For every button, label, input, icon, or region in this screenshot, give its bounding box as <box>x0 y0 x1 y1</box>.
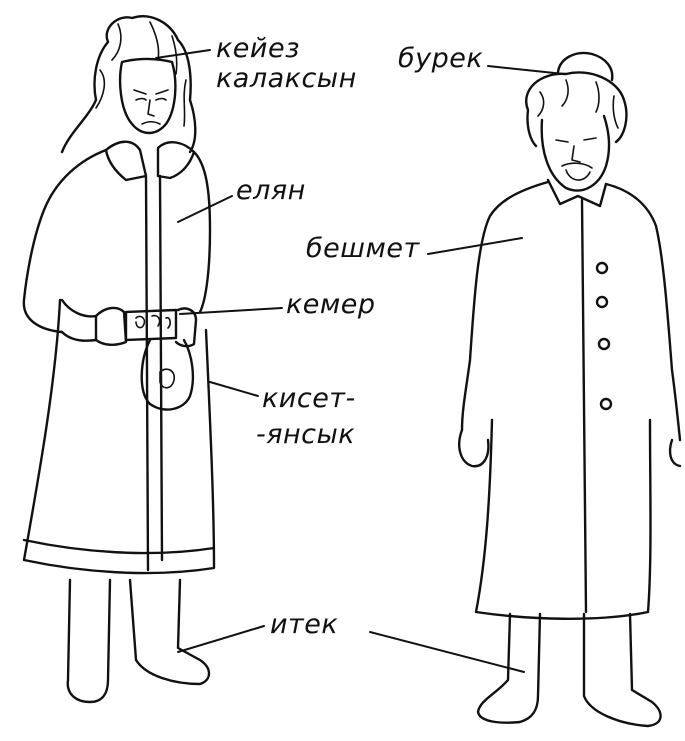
woman-figure <box>24 16 214 702</box>
leader-boots-1 <box>178 626 264 652</box>
woman-coat <box>24 150 214 573</box>
man-hat <box>558 53 612 80</box>
label-hat-woman-line1: кейез <box>216 34 300 64</box>
leader-pouch <box>210 382 258 396</box>
man-boots <box>478 614 661 726</box>
label-coat-man: бешмет <box>306 234 420 264</box>
coat-button <box>601 399 611 409</box>
label-belt: кемер <box>286 290 376 320</box>
label-boots: итек <box>270 610 338 640</box>
coat-button <box>597 297 607 307</box>
leader-coat-man <box>428 238 522 254</box>
leader-belt <box>180 308 282 314</box>
leader-boots-2 <box>370 632 524 672</box>
coat-button <box>599 339 609 349</box>
label-pouch-line1: кисет- <box>262 384 356 414</box>
belt-buckle <box>126 310 176 340</box>
coat-button <box>597 263 607 273</box>
label-coat-woman: елян <box>236 176 306 206</box>
label-pouch-line2: -янсык <box>256 420 355 450</box>
man-coat <box>462 182 680 619</box>
leader-coat-woman <box>178 196 232 222</box>
leader-hat-man <box>488 66 564 74</box>
leader-hat-woman <box>156 50 210 58</box>
label-hat-woman-line2: калаксын <box>216 64 357 94</box>
label-hat-man: бурек <box>398 44 483 74</box>
man-figure <box>459 53 680 726</box>
woman-boots <box>68 580 209 702</box>
pouch <box>142 340 193 410</box>
